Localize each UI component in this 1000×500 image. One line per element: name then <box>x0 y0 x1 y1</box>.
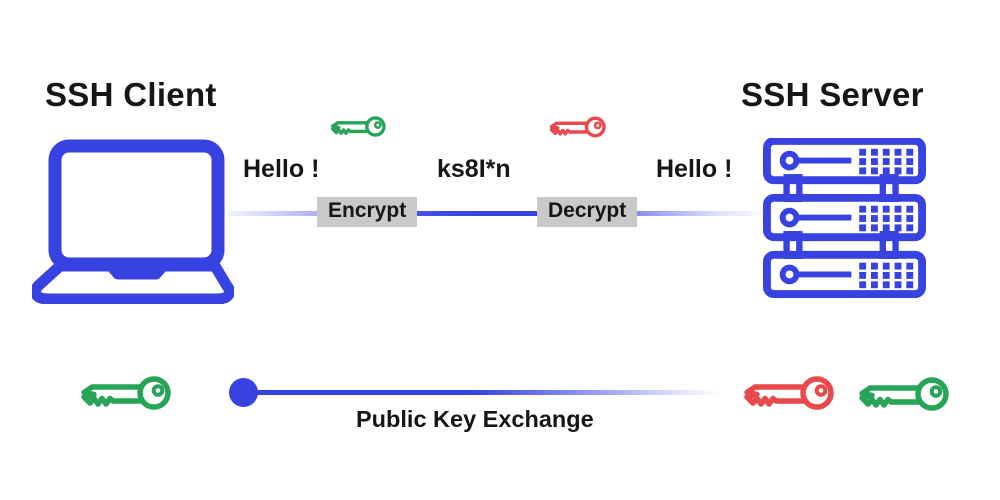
exchange-start-dot <box>229 378 258 407</box>
green-key-icon <box>330 110 389 143</box>
ciphertext-message: ks8I*n <box>437 155 511 183</box>
server-plaintext-message: Hello ! <box>656 155 733 183</box>
laptop-icon <box>32 138 234 304</box>
key-exchange-line <box>246 390 720 395</box>
encrypt-label: Encrypt <box>317 197 418 227</box>
decrypt-label: Decrypt <box>537 197 638 227</box>
green-key-icon <box>80 366 176 420</box>
message-flow-line <box>228 211 765 216</box>
public-key-exchange-label: Public Key Exchange <box>356 406 594 432</box>
ssh-server-title: SSH Server <box>741 76 924 113</box>
ssh-client-title: SSH Client <box>45 76 217 113</box>
green-key-icon <box>858 367 954 421</box>
red-key-icon <box>743 366 839 420</box>
red-key-icon <box>549 110 609 144</box>
client-plaintext-message: Hello ! <box>243 155 320 183</box>
server-rack-icon <box>763 138 926 299</box>
